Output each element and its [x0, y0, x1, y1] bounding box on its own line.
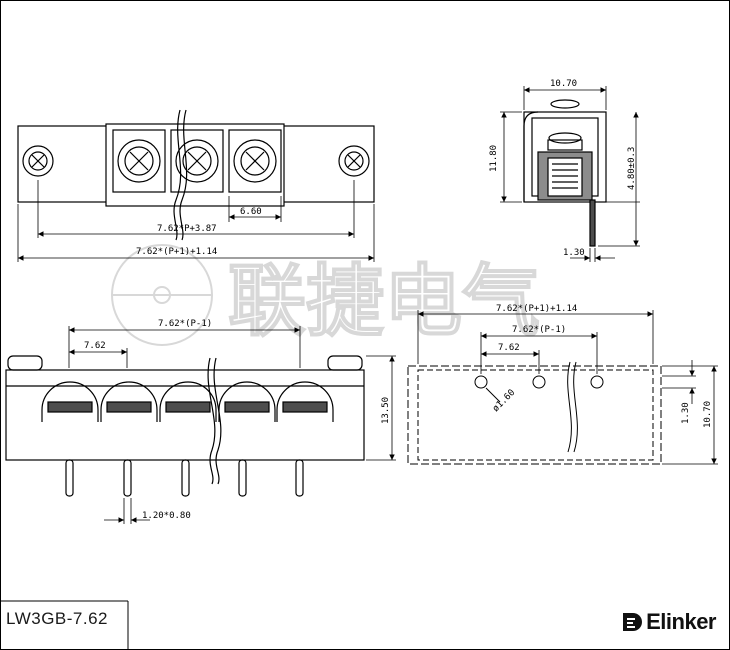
- break-line: [173, 109, 182, 241]
- top-view: [17, 109, 375, 241]
- brand-logo: Elinker: [621, 609, 716, 635]
- dim-pcb-height: 10.70: [703, 401, 713, 428]
- break-line: [573, 361, 578, 453]
- screw-head-2: [175, 139, 219, 183]
- hole-leader: [485, 387, 501, 403]
- pin-3: [181, 459, 190, 497]
- pcb-inner-outline: [417, 369, 654, 461]
- terminal-5: [276, 381, 334, 422]
- pcb-hole-1: [474, 375, 488, 389]
- pcb-dims: [417, 310, 718, 465]
- break-line: [213, 357, 222, 485]
- dim-hole-dia: ø1.60: [491, 388, 517, 414]
- front-view-dims: [68, 326, 396, 524]
- top-view-housing: [105, 123, 285, 207]
- dim-height-11-80: 11.80: [489, 145, 499, 172]
- screw-head-3: [233, 139, 277, 183]
- dim-pin-size: 1.20*0.80: [142, 511, 191, 521]
- side-view-outline: [523, 111, 539, 202]
- side-pin: [589, 199, 596, 247]
- terminal-1: [41, 381, 99, 422]
- side-view: [523, 99, 607, 247]
- brand-name: Elinker: [646, 609, 716, 634]
- screw-top: [550, 99, 580, 109]
- front-view: [5, 355, 365, 497]
- pin-1: [65, 459, 74, 497]
- watermark-logo-icon: [111, 244, 213, 346]
- screw-module-2: [170, 129, 224, 193]
- pcb-hole-3: [590, 375, 604, 389]
- break-line: [207, 357, 216, 485]
- dim-pcb-span: 7.62*(P-1): [512, 325, 566, 335]
- terminal-2: [100, 381, 158, 422]
- break-line: [179, 109, 188, 241]
- screw-module-1: [112, 129, 166, 193]
- dim-pcb-overall: 7.62*(P+1)+1.14: [496, 304, 577, 314]
- terminal-4: [218, 381, 276, 422]
- dim-pin-offset: 1.30: [563, 248, 585, 258]
- mount-screw-left: [22, 145, 54, 177]
- pcb-outline: [407, 365, 662, 465]
- pcb-layout: [407, 361, 662, 465]
- spring-coils: [552, 163, 578, 189]
- pcb-hole-2: [532, 375, 546, 389]
- dim-pitch: 7.62: [84, 341, 106, 351]
- dim-pitch-body: 6.60: [240, 207, 262, 217]
- dim-pcb-row-offset: 1.30: [681, 402, 691, 424]
- break-line: [567, 361, 572, 453]
- dim-height-4-80: 4.80±0.3: [627, 147, 637, 190]
- dim-pitch-span: 7.62*(P-1): [158, 319, 212, 329]
- pin-4: [238, 459, 247, 497]
- model-label: LW3GB-7.62: [6, 609, 109, 628]
- watermark-text: 联捷电气: [228, 257, 540, 347]
- watermark-group: 联捷电气: [111, 244, 541, 348]
- terminal-3: [159, 381, 217, 422]
- mount-ear-left: [7, 355, 43, 371]
- mount-ear-right: [327, 355, 363, 371]
- dim-height-13-50: 13.50: [381, 397, 391, 424]
- pin-5: [295, 459, 304, 497]
- elinker-logo-icon: [623, 613, 643, 631]
- mount-screw-right: [338, 145, 370, 177]
- dim-pcb-pitch: 7.62: [498, 343, 520, 353]
- screw-washer: [547, 139, 583, 151]
- side-view-dims: [500, 86, 640, 262]
- screw-collar: [548, 132, 582, 144]
- dim-pitch-plus: 7.62*P+3.87: [157, 224, 217, 234]
- dim-overall: 7.62*(P+1)+1.14: [136, 247, 217, 257]
- pin-2: [123, 459, 132, 497]
- dim-top-width: 10.70: [550, 79, 577, 89]
- top-view-dims: [17, 180, 375, 262]
- screw-module-3: [228, 129, 282, 193]
- screw-head-1: [117, 139, 161, 183]
